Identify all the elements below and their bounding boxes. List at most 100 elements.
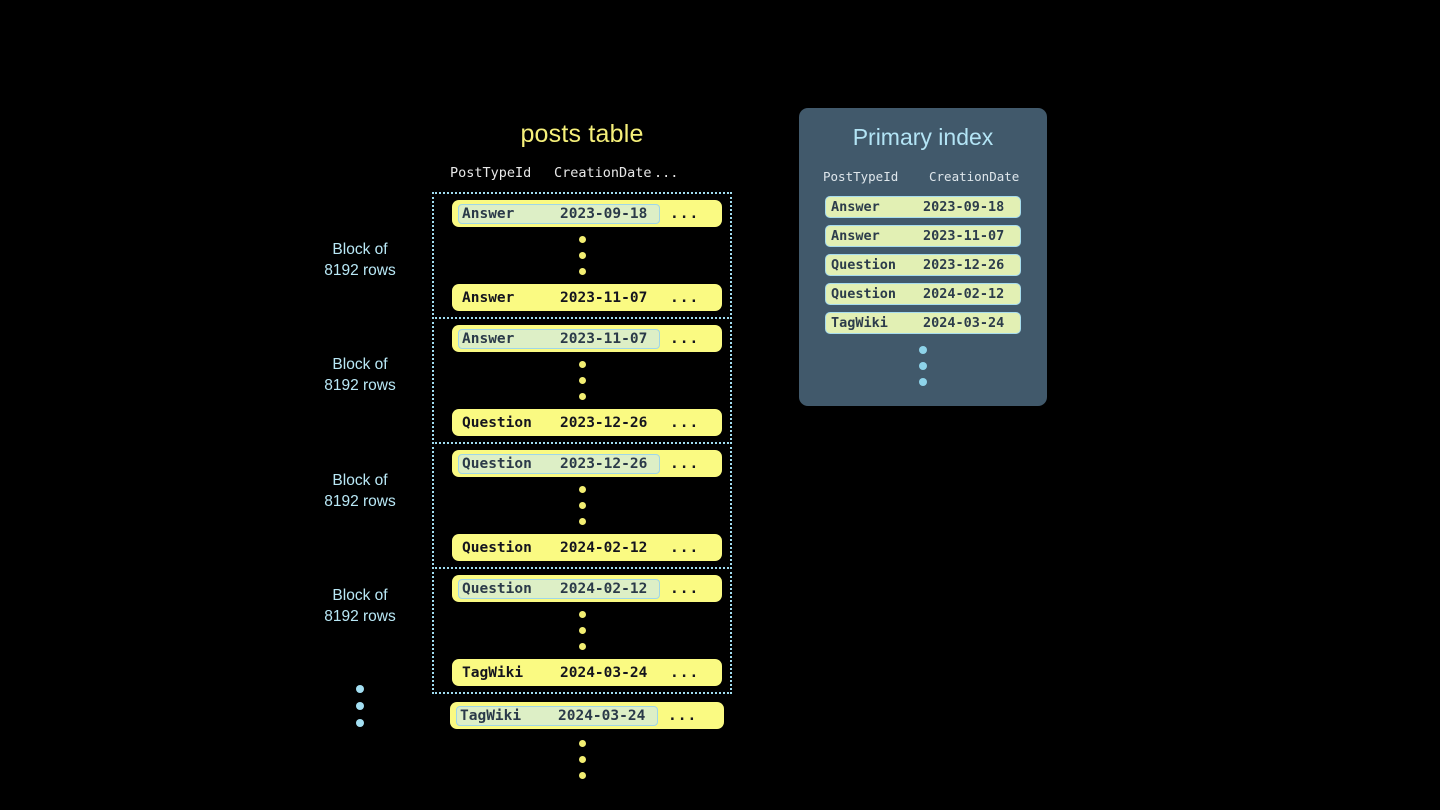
cell-creation-date: 2024-02-12 — [560, 580, 648, 597]
cell-post-type-id: TagWiki — [462, 664, 524, 681]
dot — [578, 268, 586, 275]
table-row: TagWiki 2024-03-24 ... — [452, 659, 722, 686]
primary-index-panel: Primary index PostTypeId CreationDate An… — [799, 108, 1047, 406]
block-label-3: Block of 8192 rows — [300, 470, 420, 512]
dot — [578, 393, 586, 400]
block-label-3-line2: 8192 rows — [324, 493, 396, 510]
column-header-more: ... — [654, 165, 679, 181]
cell-creation-date: 2023-12-26 — [560, 414, 648, 431]
block-label-3-line1: Block of — [332, 472, 388, 489]
cell-more: ... — [670, 539, 700, 556]
dot — [578, 611, 586, 618]
block-label-1-line2: 8192 rows — [324, 262, 396, 279]
cell-creation-date: 2023-09-18 — [560, 205, 648, 222]
cell-post-type-id: Answer — [831, 228, 880, 244]
block-label-2-line2: 8192 rows — [324, 377, 396, 394]
table-row: Answer 2023-11-07 ... — [452, 284, 722, 311]
cell-post-type-id: Question — [462, 455, 532, 472]
index-row: Question 2023-12-26 — [825, 254, 1021, 276]
index-row: Answer 2023-09-18 — [825, 196, 1021, 218]
table-row: Question 2023-12-26 ... — [452, 450, 722, 477]
row-ellipsis-dots — [434, 227, 730, 284]
block-label-2-line1: Block of — [332, 356, 388, 373]
cell-creation-date: 2023-12-26 — [923, 257, 1005, 273]
column-header-creation-date: CreationDate — [554, 165, 652, 181]
row-ellipsis-dots — [434, 602, 730, 659]
table-block: Question 2024-02-12 ... TagWiki 2024-03-… — [432, 567, 732, 694]
cell-post-type-id: TagWiki — [460, 707, 522, 724]
dot — [356, 702, 364, 710]
dot — [578, 740, 586, 747]
block-label-1: Block of 8192 rows — [300, 239, 420, 281]
cell-more: ... — [670, 664, 700, 681]
cell-post-type-id: Answer — [462, 289, 515, 306]
dot — [578, 377, 586, 384]
index-row: Answer 2023-11-07 — [825, 225, 1021, 247]
table-row: Answer 2023-11-07 ... — [452, 325, 722, 352]
cell-post-type-id: Question — [462, 414, 532, 431]
cell-more: ... — [668, 707, 698, 724]
cell-post-type-id: Question — [831, 286, 897, 302]
row-ellipsis-dots — [434, 352, 730, 409]
cell-post-type-id: Question — [462, 539, 532, 556]
dot — [919, 362, 927, 370]
primary-index-rows: Answer 2023-09-18 Answer 2023-11-07 Ques… — [799, 196, 1047, 334]
table-block: Answer 2023-09-18 ... Answer 2023-11-07 … — [432, 192, 732, 319]
cell-more: ... — [670, 289, 700, 306]
block-label-4-line1: Block of — [332, 587, 388, 604]
cell-creation-date: 2023-11-07 — [923, 228, 1005, 244]
table-block: Answer 2023-11-07 ... Question 2023-12-2… — [432, 317, 732, 444]
cell-more: ... — [670, 205, 700, 222]
posts-table: posts table PostTypeId CreationDate ... … — [432, 120, 732, 788]
table-continues-dots-left — [300, 685, 420, 727]
dot — [578, 361, 586, 368]
cell-creation-date: 2024-02-12 — [923, 286, 1005, 302]
index-row: Question 2024-02-12 — [825, 283, 1021, 305]
dot — [578, 486, 586, 493]
posts-table-column-headers: PostTypeId CreationDate ... — [432, 165, 732, 183]
dot — [578, 627, 586, 634]
posts-table-blocks: Answer 2023-09-18 ... Answer 2023-11-07 … — [432, 192, 732, 788]
column-header-post-type-id: PostTypeId — [823, 169, 899, 184]
dot — [578, 756, 586, 763]
cell-more: ... — [670, 455, 700, 472]
primary-index-title: Primary index — [852, 124, 994, 150]
cell-creation-date: 2023-09-18 — [923, 199, 1005, 215]
dot — [578, 502, 586, 509]
dot — [356, 685, 364, 693]
posts-table-title: posts table — [520, 120, 644, 148]
column-header-creation-date: CreationDate — [929, 169, 1020, 184]
dot — [578, 236, 586, 243]
table-row: Question 2024-02-12 ... — [452, 534, 722, 561]
primary-index-continues-dots — [799, 346, 1047, 386]
dot — [578, 252, 586, 259]
block-label-4-line2: 8192 rows — [324, 608, 396, 625]
block-label-1-line1: Block of — [332, 241, 388, 258]
table-continues-dots — [432, 731, 732, 788]
block-label-4: Block of 8192 rows — [300, 585, 420, 627]
table-row: TagWiki 2024-03-24 ... — [450, 702, 724, 729]
index-row: TagWiki 2024-03-24 — [825, 312, 1021, 334]
cell-creation-date: 2024-03-24 — [923, 315, 1005, 331]
cell-creation-date: 2023-12-26 — [560, 455, 648, 472]
table-row: Question 2023-12-26 ... — [452, 409, 722, 436]
cell-creation-date: 2024-02-12 — [560, 539, 648, 556]
cell-more: ... — [670, 330, 700, 347]
dot — [578, 518, 586, 525]
cell-more: ... — [670, 580, 700, 597]
cell-creation-date: 2024-03-24 — [558, 707, 646, 724]
table-tail-row-wrapper: TagWiki 2024-03-24 ... — [432, 702, 732, 788]
primary-index-column-headers: PostTypeId CreationDate — [799, 169, 1047, 184]
dot — [578, 643, 586, 650]
block-label-2: Block of 8192 rows — [300, 354, 420, 396]
cell-creation-date: 2023-11-07 — [560, 330, 648, 347]
cell-post-type-id: Question — [831, 257, 897, 273]
dot — [578, 772, 586, 779]
cell-post-type-id: Question — [462, 580, 532, 597]
cell-more: ... — [670, 414, 700, 431]
cell-creation-date: 2023-11-07 — [560, 289, 648, 306]
row-ellipsis-dots — [434, 477, 730, 534]
table-block: Question 2023-12-26 ... Question 2024-02… — [432, 442, 732, 569]
column-header-post-type-id: PostTypeId — [450, 165, 532, 181]
